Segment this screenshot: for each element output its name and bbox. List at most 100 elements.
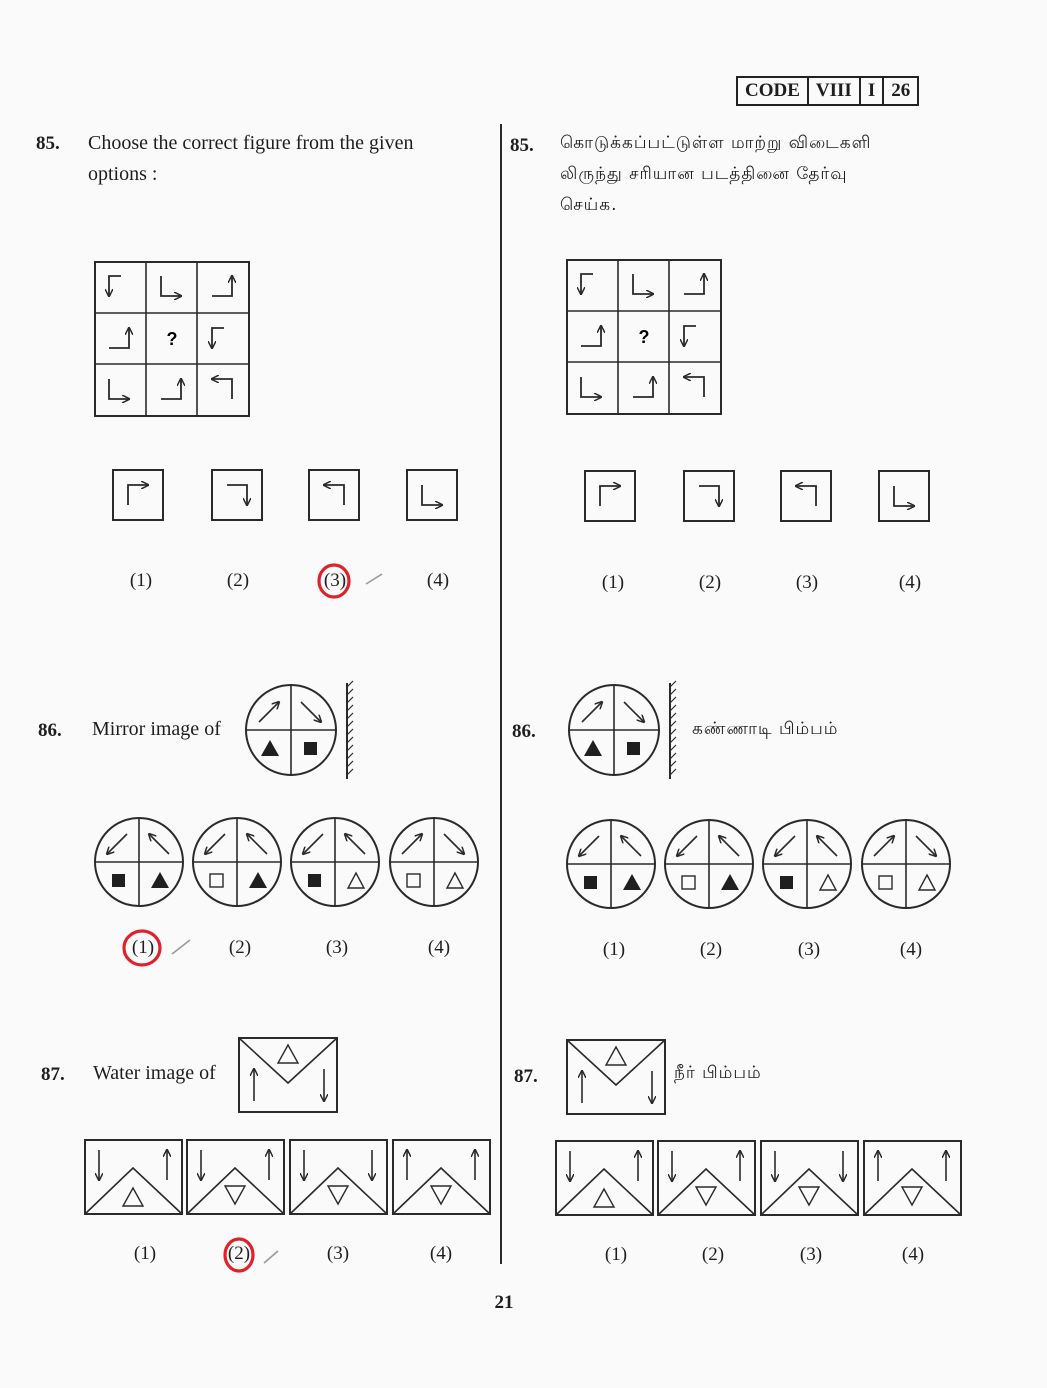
option-figure-2	[211, 469, 263, 521]
question-number: 86.	[512, 721, 536, 742]
diagonal-arrow-icon	[259, 702, 279, 722]
corner-arrow-icon	[633, 274, 653, 294]
water-question-figure	[566, 1039, 666, 1115]
mirror-options-row	[94, 817, 479, 907]
question-number: 87.	[514, 1066, 538, 1087]
filled-triangle-icon	[261, 740, 279, 756]
water-question-figure	[238, 1037, 338, 1113]
question-number: 87.	[41, 1064, 65, 1085]
option-label: (2)	[701, 1244, 725, 1265]
question-text: நீர் பிம்பம்	[674, 1063, 762, 1083]
page-number: 21	[494, 1292, 514, 1313]
option-figure-2	[657, 1140, 756, 1216]
option-label: (2)	[698, 572, 722, 593]
question-text: Choose the correct figure from the given…	[88, 128, 498, 190]
option-label: (3)	[325, 937, 349, 958]
corner-arrow-icon	[324, 485, 344, 505]
corner-arrow-icon	[581, 274, 593, 294]
corner-arrow-icon	[684, 377, 704, 397]
option-figure-4	[863, 1140, 962, 1216]
corner-arrow-icon	[600, 486, 620, 506]
option-label: (4)	[427, 937, 451, 958]
option-figure-2	[664, 819, 754, 909]
mirror-options-row	[566, 819, 951, 909]
option-figure-3	[289, 1139, 388, 1215]
option-figure-3	[780, 470, 832, 522]
answer-mark-circle	[122, 929, 191, 967]
option-figure-4	[861, 819, 951, 909]
option-label: (1)	[131, 937, 155, 958]
option-figure-4	[389, 817, 479, 907]
water-options-row	[84, 1139, 491, 1215]
corner-arrow-icon	[212, 276, 232, 296]
option-label: (3)	[795, 572, 819, 593]
option-label: (3)	[799, 1244, 823, 1265]
corner-arrow-icon	[128, 485, 148, 505]
figure-grid: ?	[94, 261, 250, 417]
option-figure-1	[94, 817, 184, 907]
answer-mark-circle	[223, 1237, 279, 1273]
question-number: 86.	[38, 720, 62, 741]
option-label: (3)	[326, 1243, 350, 1264]
mirror-hatch-icon	[346, 680, 354, 776]
option-figure-3	[308, 469, 360, 521]
corner-arrow-icon	[109, 276, 121, 296]
option-label: (1)	[604, 1244, 628, 1265]
corner-arrow-icon	[894, 486, 914, 506]
question-text-line: கொடுக்கப்பட்டுள்ள மாற்று விடைகளி	[560, 133, 872, 153]
option-label: (2)	[226, 570, 250, 591]
option-figure-1	[584, 470, 636, 522]
question-number: 85.	[36, 133, 60, 154]
option-label: (4)	[426, 570, 450, 591]
option-figure-1	[555, 1140, 654, 1216]
grid-question-mark: ?	[167, 329, 178, 349]
corner-arrow-icon	[227, 485, 247, 505]
water-options-row	[555, 1140, 962, 1216]
corner-arrow-icon	[684, 326, 696, 346]
grid-question-mark: ?	[639, 327, 650, 347]
option-label: (2)	[699, 939, 723, 960]
filled-square-icon	[304, 742, 317, 755]
option-label: (1)	[601, 572, 625, 593]
paper-code-box: CODE VIII I 26	[736, 76, 920, 106]
code-label: CODE	[745, 80, 800, 101]
option-figure-4	[406, 469, 458, 521]
option-label: (2)	[227, 1243, 251, 1264]
option-figure-2	[192, 817, 282, 907]
option-label: (1)	[129, 570, 153, 591]
option-figure-2	[683, 470, 735, 522]
option-label: (4)	[429, 1243, 453, 1264]
option-label: (3)	[797, 939, 821, 960]
option-label: (4)	[898, 572, 922, 593]
corner-arrow-icon	[633, 377, 653, 397]
corner-arrow-icon	[699, 486, 719, 506]
code-number: 26	[882, 78, 917, 104]
option-figure-2	[186, 1139, 285, 1215]
corner-arrow-icon	[796, 486, 816, 506]
option-label: (4)	[901, 1244, 925, 1265]
mirror-question-figure	[245, 680, 354, 779]
question-text-line: options :	[88, 163, 158, 185]
corner-arrow-icon	[422, 485, 442, 505]
option-figure-1	[112, 469, 164, 521]
option-figure-4	[878, 470, 930, 522]
mirror-question-figure	[568, 680, 677, 779]
corner-arrow-icon	[109, 328, 129, 348]
corner-arrow-icon	[212, 328, 224, 348]
corner-arrow-icon	[161, 276, 181, 296]
corner-arrow-icon	[581, 377, 601, 397]
option-figure-1	[566, 819, 656, 909]
option-label: (3)	[323, 570, 347, 591]
question-text: Water image of	[93, 1062, 216, 1084]
code-class: VIII	[806, 78, 859, 104]
mirror-hatch-icon	[669, 680, 677, 776]
option-label: (2)	[228, 937, 252, 958]
question-text: கொடுக்கப்பட்டுள்ள மாற்று விடைகளி லிருந்த…	[560, 128, 960, 221]
question-text: Mirror image of	[92, 718, 221, 740]
figure-grid: ?	[566, 259, 722, 415]
option-label: (4)	[899, 939, 923, 960]
question-text-line: லிருந்து சரியான படத்தினை தேர்வு	[560, 164, 848, 184]
question-text-line: செய்க.	[560, 195, 618, 215]
option-figure-4	[392, 1139, 491, 1215]
question-text: கண்ணாடி பிம்பம்	[692, 719, 839, 739]
